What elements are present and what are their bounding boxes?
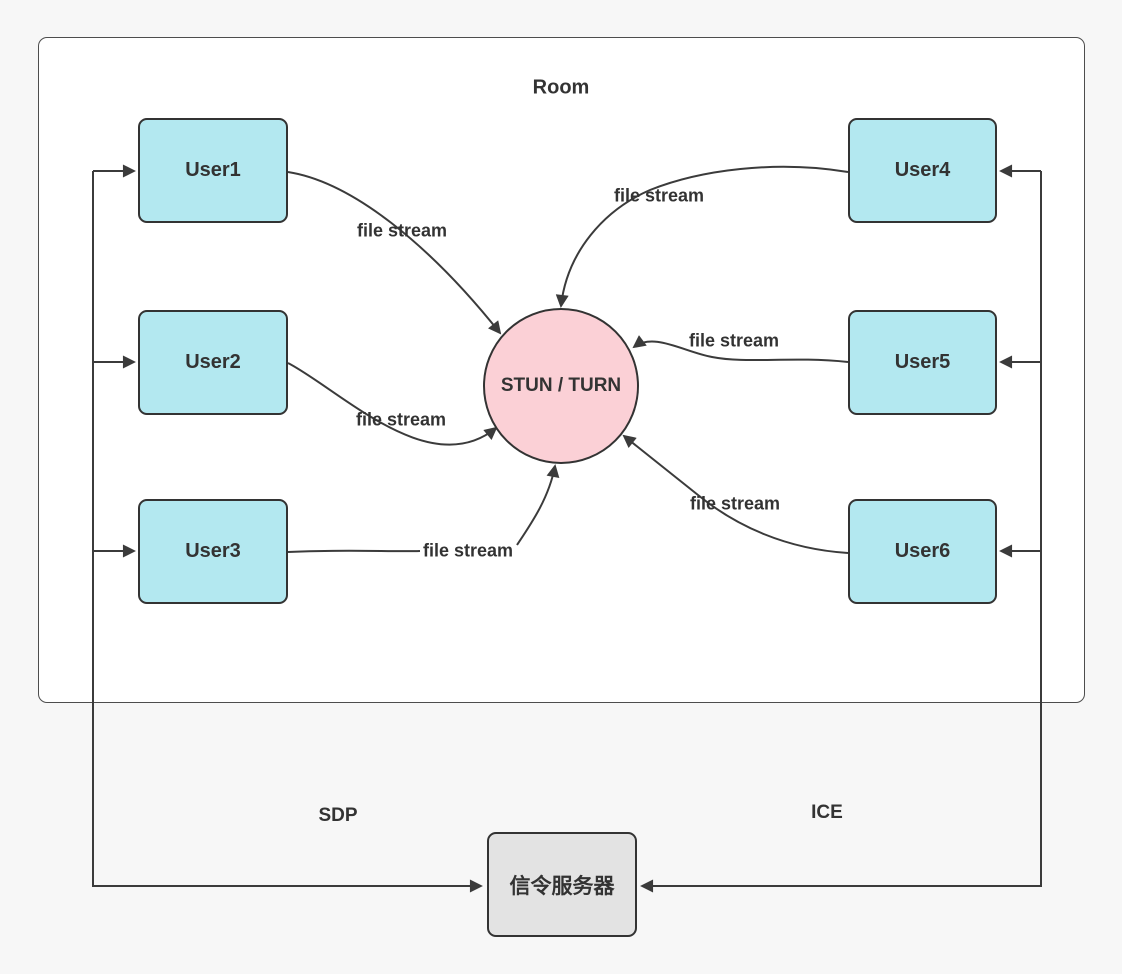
node-user2: User2 [138,310,288,415]
edge-label-file-stream-user4: file stream [613,185,705,206]
node-user4: User4 [848,118,997,223]
node-user1: User1 [138,118,288,223]
edge-label-file-stream-user2: file stream [355,409,447,430]
node-user3: User3 [138,499,288,604]
node-user6: User6 [848,499,997,604]
edge-label-file-stream-user1: file stream [356,220,448,241]
edge-label-file-stream-user6: file stream [689,493,781,514]
room-title: Room [532,76,590,99]
edge-label-file-stream-user3: file stream [422,540,514,561]
node-signal-server: 信令服务器 [487,832,637,937]
edge-label-sdp: SDP [318,805,358,826]
edge-label-ice: ICE [811,802,843,823]
node-user5: User5 [848,310,997,415]
node-stun-turn: STUN / TURN [483,308,639,464]
edge-label-file-stream-user5: file stream [688,330,780,351]
